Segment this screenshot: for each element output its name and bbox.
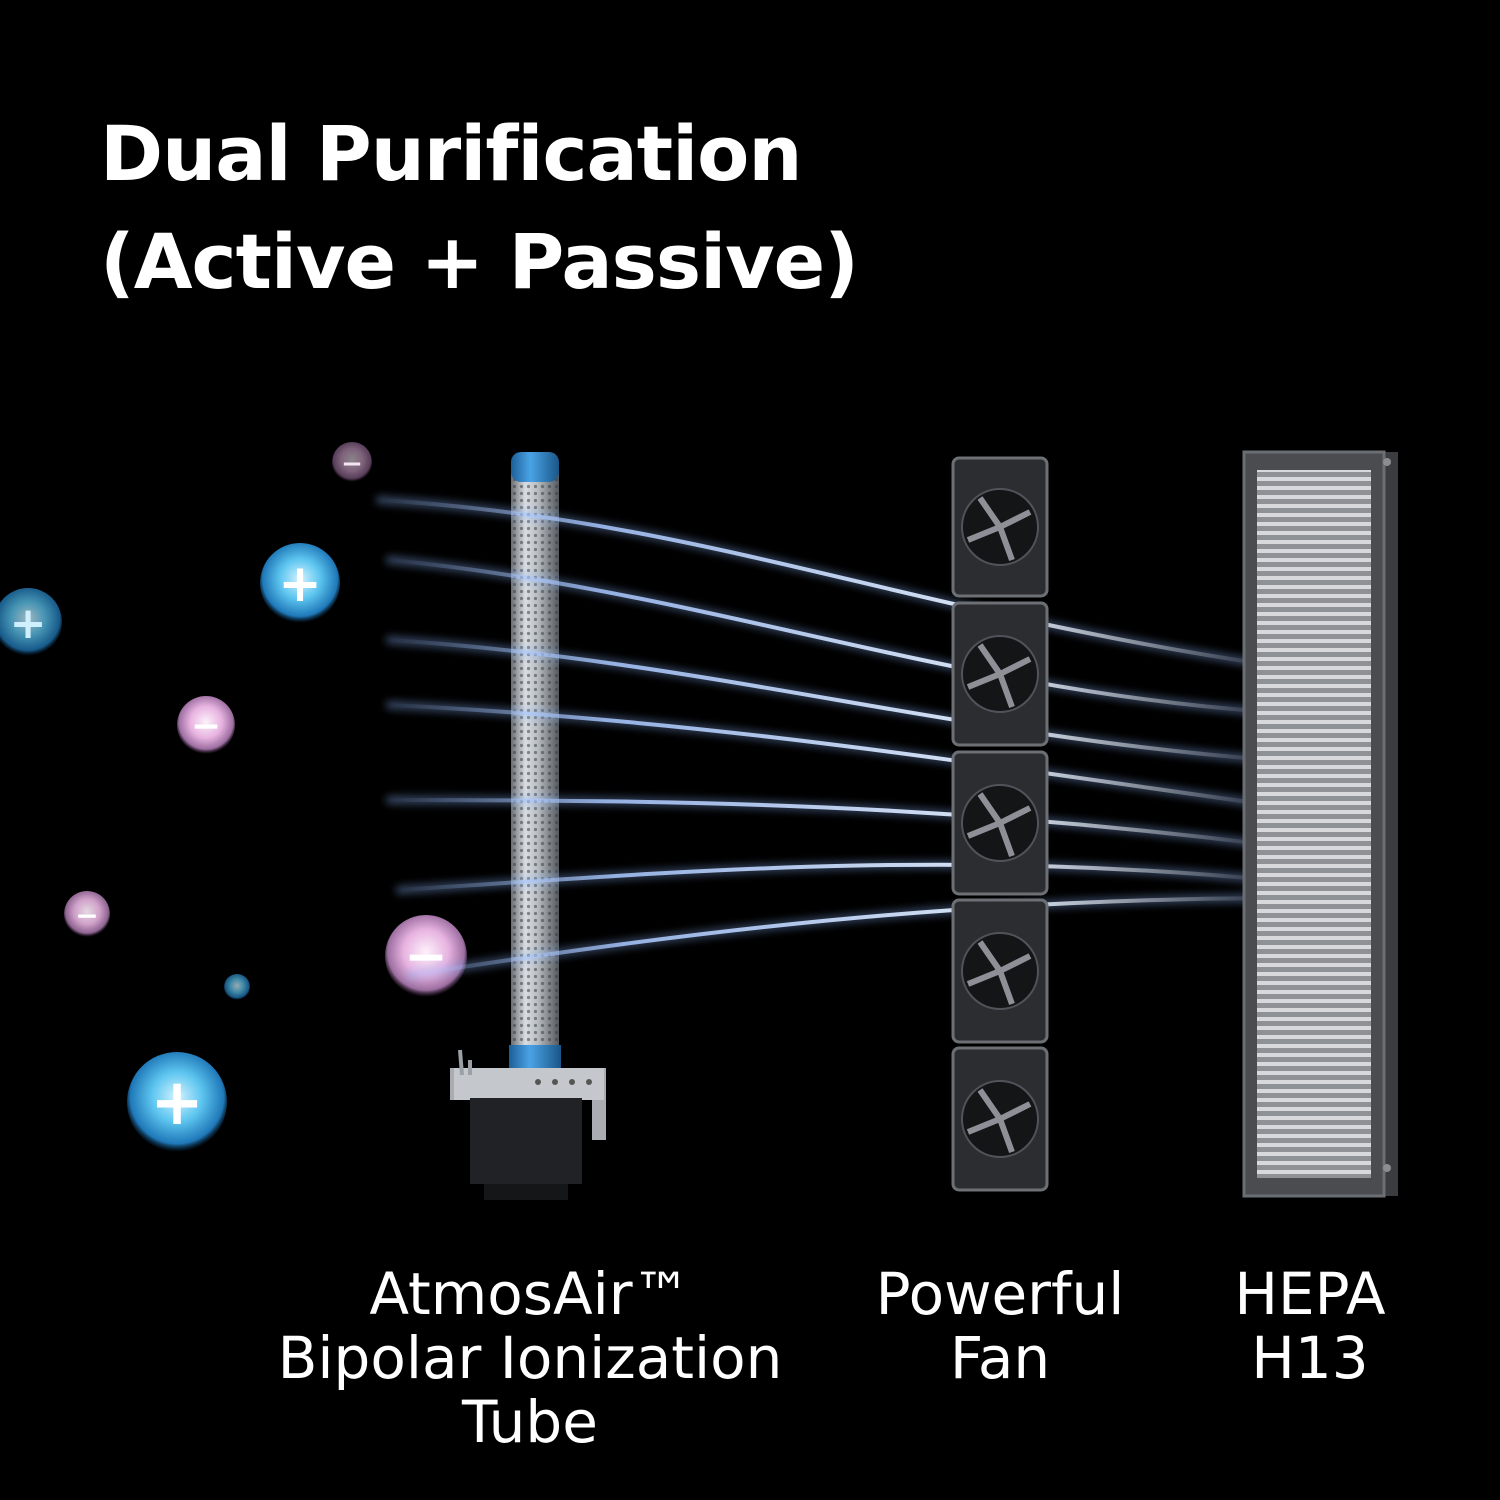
- positive-ion-icon: [224, 974, 250, 1000]
- negative-ion-icon: −: [177, 696, 235, 754]
- label-line: Tube: [462, 1388, 598, 1456]
- ion-sign: +: [10, 598, 47, 649]
- ion-sign: −: [341, 449, 363, 479]
- ion-particles: + + + − − − −: [0, 442, 467, 1152]
- hepa-filter-illustration: [1242, 450, 1398, 1198]
- fan-unit: [951, 750, 1049, 896]
- ion-sign: +: [278, 554, 322, 614]
- positive-ion-icon: +: [260, 543, 340, 623]
- page-title: Dual Purification (Active + Passive): [100, 100, 859, 316]
- ion-sign: −: [191, 706, 221, 747]
- label-hepa-filter: HEPA H13: [1170, 1262, 1450, 1390]
- label-line: Fan: [949, 1324, 1051, 1392]
- label-fan: Powerful Fan: [830, 1262, 1170, 1390]
- fan-unit: [951, 898, 1049, 1044]
- label-line: H13: [1251, 1324, 1369, 1392]
- airflow-lines: [375, 495, 1275, 980]
- ionization-tube-illustration: [450, 452, 606, 1200]
- label-line: Bipolar Ionization: [277, 1324, 783, 1392]
- ion-sign: −: [75, 899, 98, 932]
- label-line: HEPA: [1234, 1260, 1386, 1328]
- fan-unit: [951, 1046, 1049, 1192]
- label-line: AtmosAir™: [369, 1260, 691, 1328]
- positive-ion-icon: +: [0, 588, 62, 656]
- negative-ion-icon: −: [385, 915, 467, 997]
- ion-sign: +: [150, 1066, 204, 1140]
- label-line: Powerful: [875, 1260, 1125, 1328]
- fan-stack-illustration: [951, 456, 1049, 1192]
- title-line-1: Dual Purification: [100, 109, 802, 198]
- positive-ion-icon: +: [127, 1052, 227, 1152]
- label-ionization-tube: AtmosAir™ Bipolar Ionization Tube: [230, 1262, 830, 1454]
- fan-unit: [951, 456, 1049, 598]
- title-line-2: (Active + Passive): [100, 217, 859, 306]
- fan-unit: [951, 601, 1049, 747]
- negative-ion-icon: −: [332, 442, 372, 482]
- negative-ion-icon: −: [64, 891, 110, 937]
